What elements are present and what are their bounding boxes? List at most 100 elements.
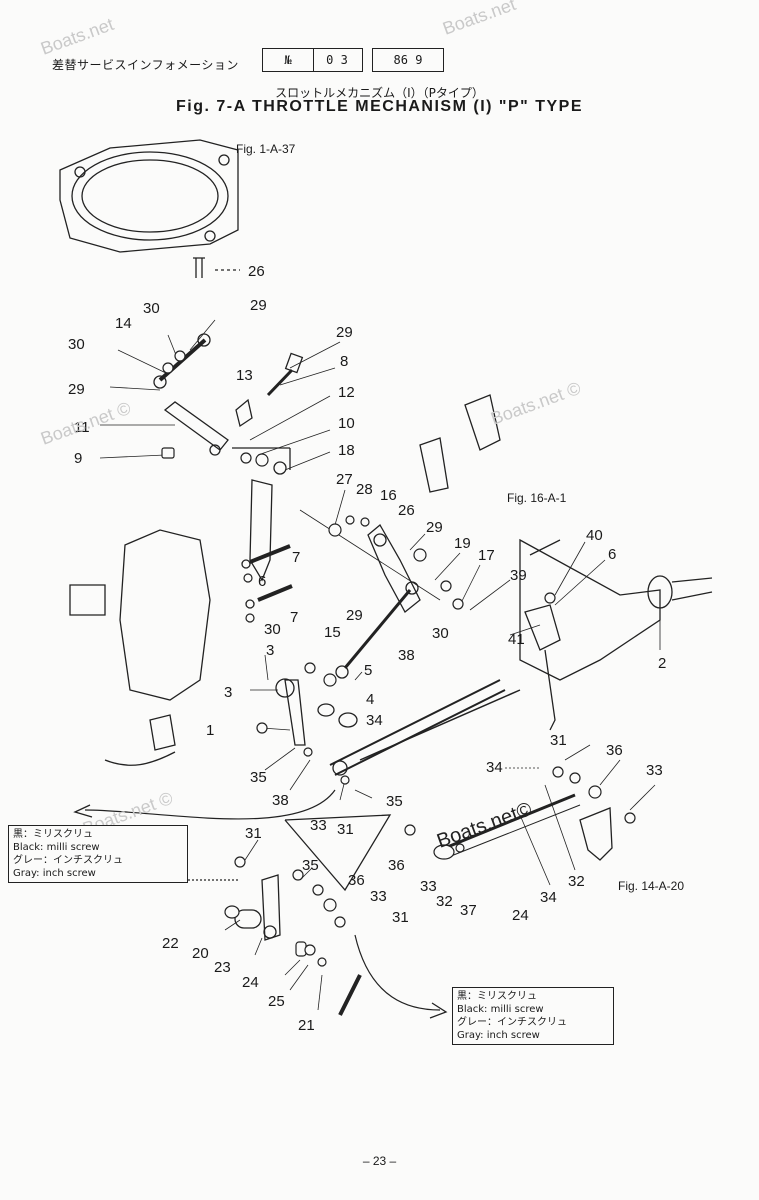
lever-16 xyxy=(367,524,421,613)
part-label-38: 38 xyxy=(398,647,415,664)
part-label-34: 34 xyxy=(540,889,557,906)
bracket-upper xyxy=(249,479,273,582)
part-label-2: 2 xyxy=(658,655,666,672)
bracket-fig-14 xyxy=(579,807,613,861)
part-label-26: 26 xyxy=(398,502,415,519)
legend-line: 黒：ミリスクリュ xyxy=(13,829,93,840)
part-label-34: 34 xyxy=(486,759,503,776)
part-label-32: 32 xyxy=(568,873,585,890)
part-label-37: 37 xyxy=(460,902,477,919)
throttle-cable-lower xyxy=(359,689,521,761)
part-label-8: 8 xyxy=(340,353,348,370)
part-label-4: 4 xyxy=(366,691,374,708)
part-label-24: 24 xyxy=(242,974,259,991)
part-label-13: 13 xyxy=(236,367,253,384)
part-label-40: 40 xyxy=(586,527,603,544)
part-label-17: 17 xyxy=(478,547,495,564)
bolt-21 xyxy=(338,974,362,1016)
part-label-14: 14 xyxy=(115,315,132,332)
part-label-30: 30 xyxy=(432,625,449,642)
part-label-35: 35 xyxy=(250,769,267,786)
header-code-box: 0 3 xyxy=(312,48,363,72)
part-label-3: 3 xyxy=(224,684,232,701)
cam-plate-lower xyxy=(419,437,449,493)
part-label-30: 30 xyxy=(68,336,85,353)
part-label-29: 29 xyxy=(250,297,267,314)
subtitle-jp: スロットルメカニズム（I）（Pタイプ） xyxy=(275,86,484,100)
header-jp-title: 差替サービスインフォメーション xyxy=(52,58,239,72)
screw-6-lower xyxy=(257,584,293,602)
legend-line: グレー：インチスクリュ xyxy=(457,1017,567,1028)
part-label-15: 15 xyxy=(324,624,341,641)
part-label-34: 34 xyxy=(366,712,383,729)
part-label-19: 19 xyxy=(454,535,471,552)
part-label-36: 36 xyxy=(606,742,623,759)
part-label-16: 16 xyxy=(380,487,397,504)
part-label-31: 31 xyxy=(337,821,354,838)
part-label-36: 36 xyxy=(388,857,405,874)
lower-bracket-20 xyxy=(261,874,281,941)
part-label-25: 25 xyxy=(268,993,285,1010)
part-label-10: 10 xyxy=(338,415,355,432)
part-label-33: 33 xyxy=(420,878,437,895)
grommet-41 xyxy=(647,575,673,609)
header-date-box: 86 9 xyxy=(372,48,444,72)
part-label-7: 7 xyxy=(292,549,300,566)
part-label-33: 33 xyxy=(646,762,663,779)
part-label-29: 29 xyxy=(336,324,353,341)
cam-plate-upper xyxy=(464,394,501,451)
legend-line: Black: milli screw xyxy=(13,842,100,853)
part-label-28: 28 xyxy=(356,481,373,498)
housing-plate xyxy=(59,139,239,253)
part-label-6: 6 xyxy=(258,573,266,590)
throttle-cable-upper xyxy=(329,679,501,766)
part-label-6: 6 xyxy=(608,546,616,563)
legend-box-right: 黒：ミリスクリュ Black: milli screw グレー：インチスクリュ … xyxy=(452,987,614,1045)
part-label-33: 33 xyxy=(310,817,327,834)
lower-unit-panel xyxy=(519,538,661,681)
screw-26 xyxy=(193,257,205,278)
fig-ref-bottom-right: Fig. 14-A-20 xyxy=(618,879,684,893)
lever-8 xyxy=(163,401,229,451)
part-label-35: 35 xyxy=(386,793,403,810)
legend-line: Gray: inch screw xyxy=(13,868,96,879)
part-label-41: 41 xyxy=(508,631,525,648)
housing-ring xyxy=(71,151,229,241)
part-label-7: 7 xyxy=(290,609,298,626)
part-label-24: 24 xyxy=(512,907,529,924)
part-label-11: 11 xyxy=(74,419,90,436)
fig-ref-right: Fig. 16-A-1 xyxy=(507,491,567,505)
screw-6-upper xyxy=(249,544,291,564)
part-label-38: 38 xyxy=(272,792,289,809)
part-label-36: 36 xyxy=(348,872,365,889)
link-rod-15 xyxy=(343,589,412,669)
engine-block xyxy=(119,529,211,701)
page-title: Fig. 7-A THROTTLE MECHANISM (I) "P" TYPE xyxy=(175,98,583,115)
part-label-32: 32 xyxy=(436,893,453,910)
part-label-35: 35 xyxy=(302,857,319,874)
part-label-5: 5 xyxy=(364,662,372,679)
part-label-1: 1 xyxy=(206,722,214,739)
part-label-31: 31 xyxy=(550,732,567,749)
header-number-box: № xyxy=(262,48,314,72)
part-label-33: 33 xyxy=(370,888,387,905)
part-label-9: 9 xyxy=(74,450,82,467)
part-label-30: 30 xyxy=(264,621,281,638)
part-label-29: 29 xyxy=(426,519,443,536)
legend-line: 黒：ミリスクリュ xyxy=(457,991,537,1002)
legend-line: グレー：インチスクリュ xyxy=(13,855,123,866)
part-label-22: 22 xyxy=(162,935,179,952)
part-label-29: 29 xyxy=(346,607,363,624)
legend-line: Black: milli screw xyxy=(457,1004,544,1015)
legend-box-left: 黒：ミリスクリュ Black: milli screw グレー：インチスクリュ … xyxy=(8,825,188,883)
cable-37 xyxy=(439,793,576,852)
part-label-3: 3 xyxy=(266,642,274,659)
part-label-30: 30 xyxy=(143,300,160,317)
legend-line: Gray: inch screw xyxy=(457,1030,540,1041)
page-number: – 23 – xyxy=(362,1154,397,1168)
part-label-39: 39 xyxy=(510,567,527,584)
part-label-23: 23 xyxy=(214,959,231,976)
bracket-38 xyxy=(524,604,561,651)
